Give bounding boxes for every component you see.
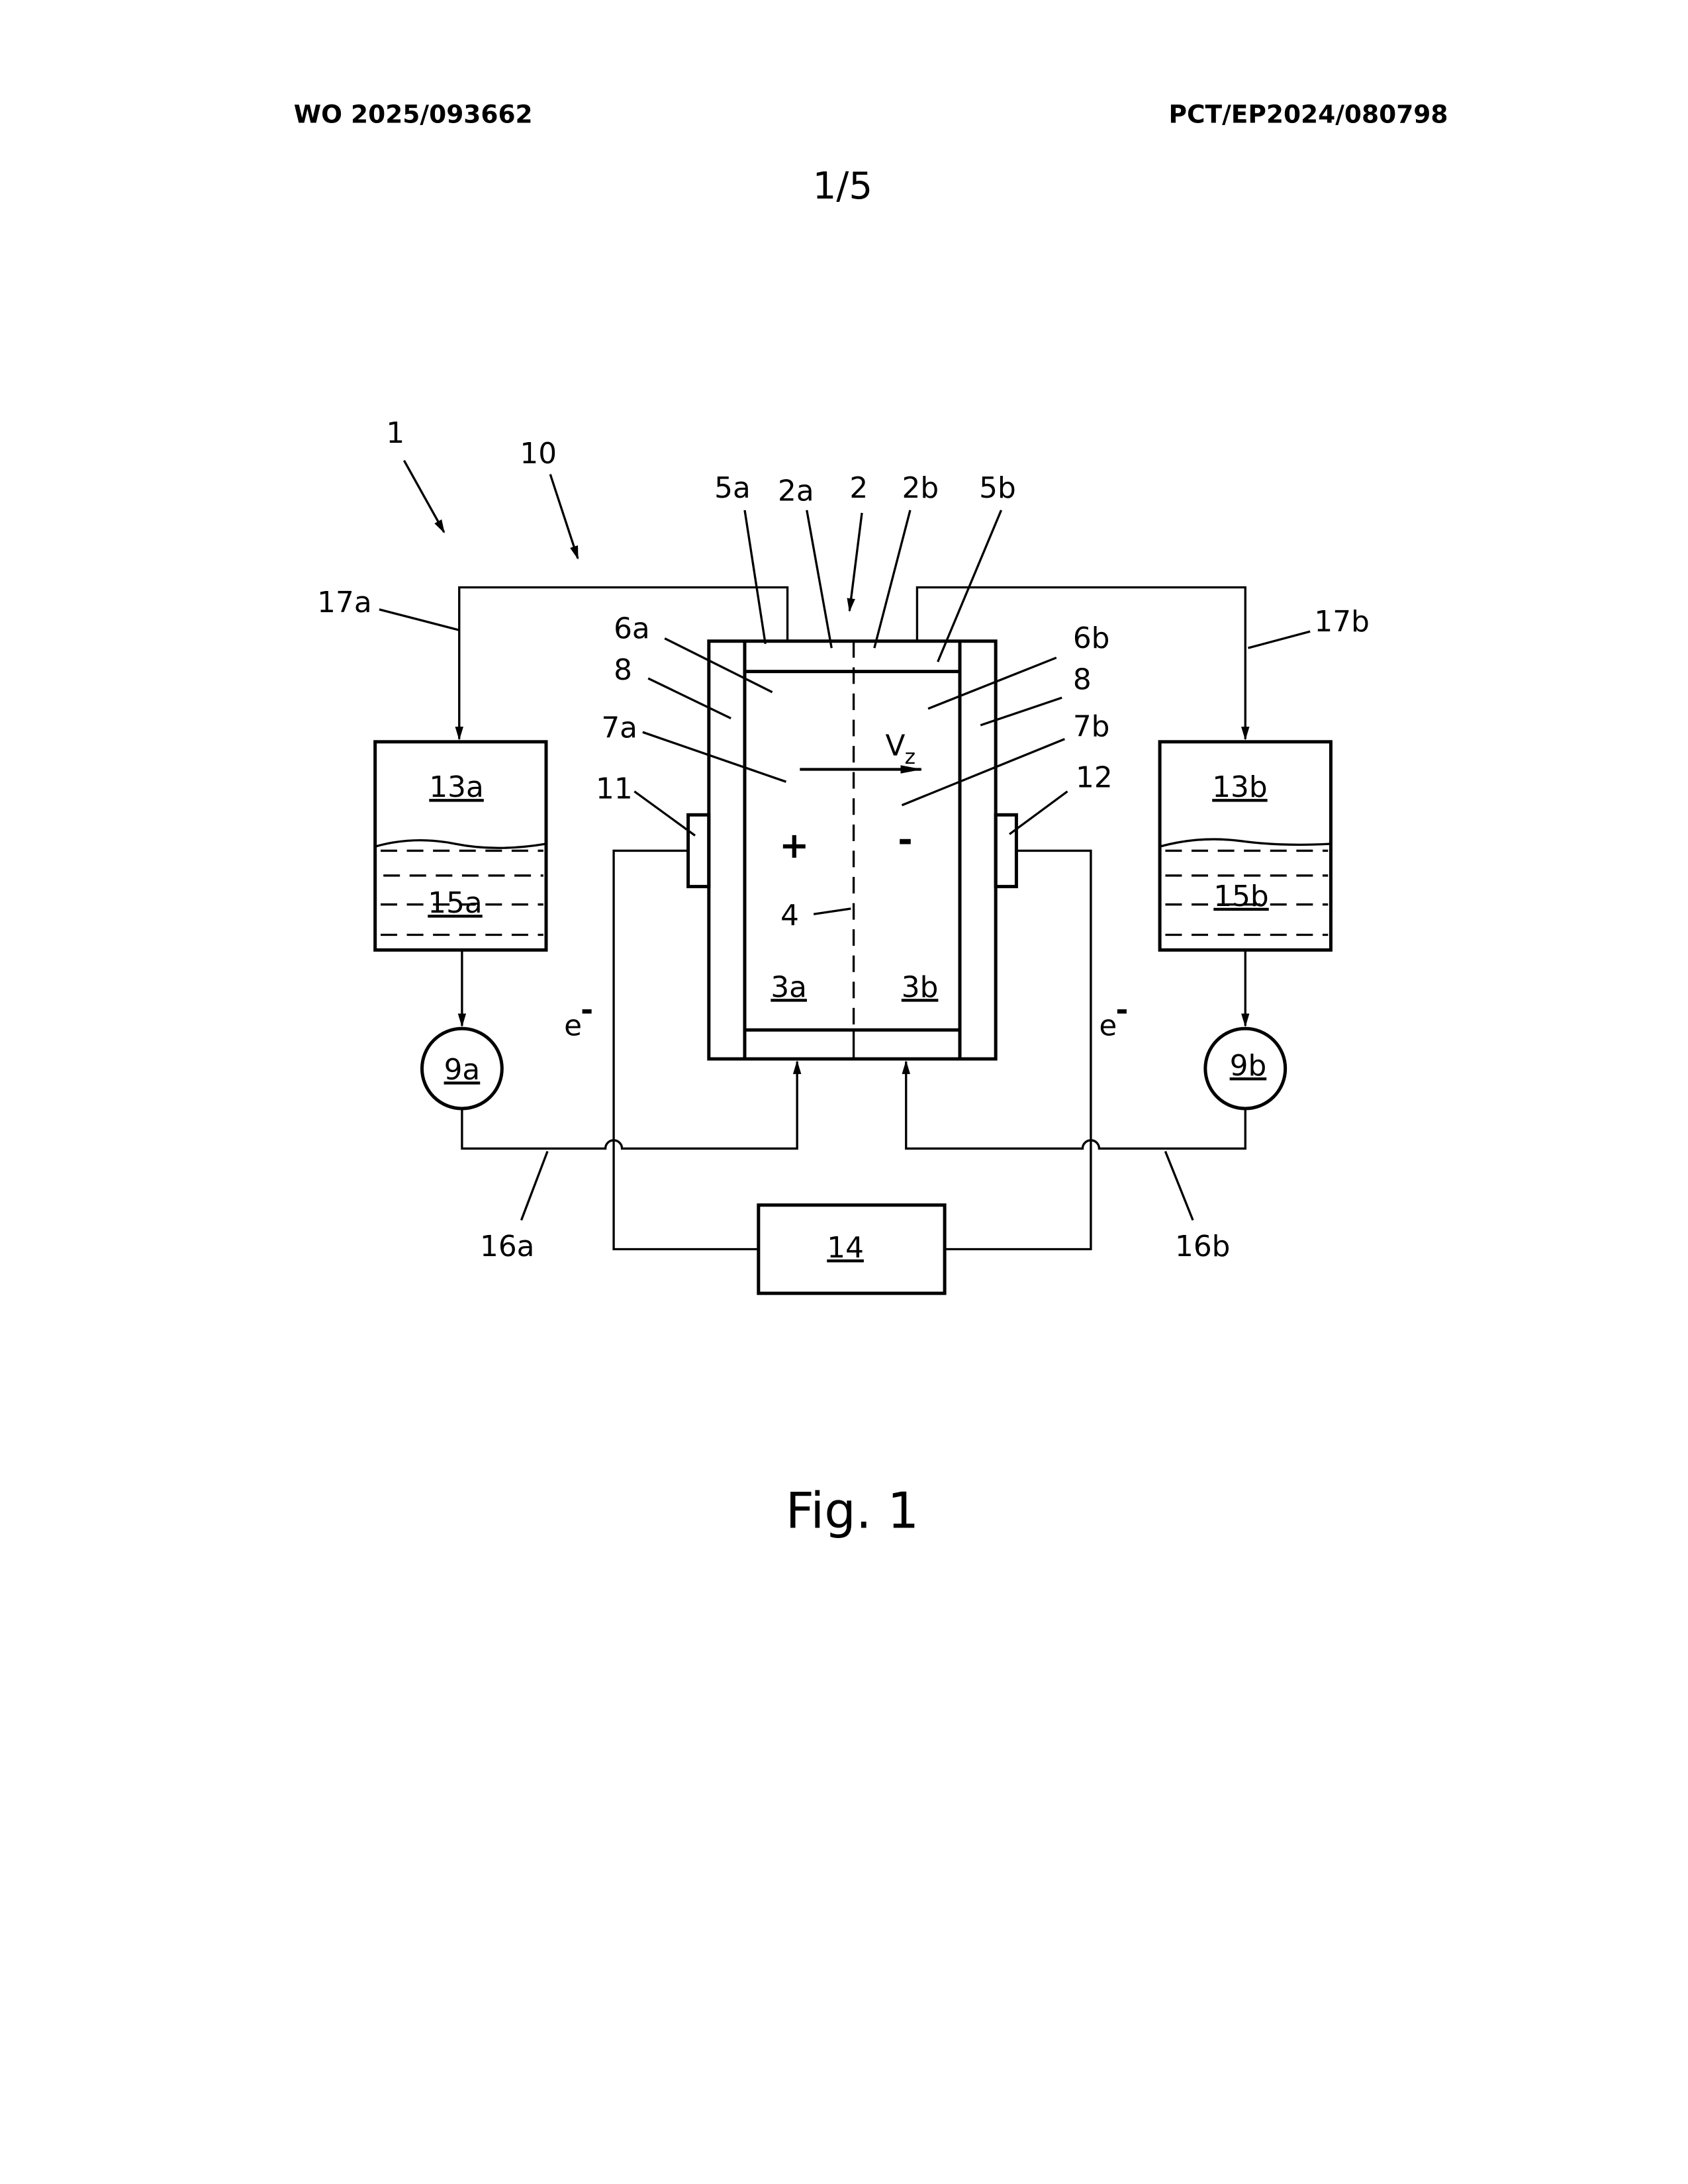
label-8-right: 8 <box>1073 663 1092 697</box>
label-7a: 7a <box>601 711 637 745</box>
label-2b: 2b <box>902 471 939 505</box>
label-3b: 3b <box>902 970 939 1004</box>
figure-caption: Fig. 1 <box>786 1481 919 1539</box>
label-3a: 3a <box>771 970 807 1004</box>
label-8-left: 8 <box>614 653 632 687</box>
label-2a: 2a <box>778 474 814 508</box>
label-16a: 16a <box>480 1230 534 1263</box>
reference-labels: 1 10 5a 2a 2 2b 5b 17a 17b 6a 6b 8 8 7a … <box>317 416 1370 1265</box>
label-16b: 16b <box>1175 1230 1230 1263</box>
label-10: 10 <box>520 437 557 471</box>
label-17a: 17a <box>317 586 371 619</box>
publication-number: WO 2025/093662 <box>294 99 533 128</box>
label-15a: 15a <box>428 886 482 920</box>
label-electron-right-sup: - <box>1115 992 1128 1028</box>
figure-1-diagram <box>375 461 1331 1293</box>
label-12: 12 <box>1076 761 1113 795</box>
label-9a: 9a <box>444 1053 481 1087</box>
label-electron-left-sup: - <box>581 992 593 1028</box>
label-electron-right: e <box>1099 1009 1117 1043</box>
label-plus: + <box>779 825 809 866</box>
label-1: 1 <box>386 416 404 450</box>
label-14: 14 <box>827 1231 864 1265</box>
label-15b: 15b <box>1213 880 1268 913</box>
label-minus: - <box>898 819 912 861</box>
label-velocity: V <box>886 729 906 763</box>
label-9b: 9b <box>1230 1049 1267 1083</box>
label-13a: 13a <box>429 770 483 804</box>
label-4: 4 <box>780 899 799 933</box>
label-11: 11 <box>596 772 633 805</box>
label-13b: 13b <box>1212 770 1267 804</box>
label-7b: 7b <box>1073 710 1110 744</box>
label-2: 2 <box>849 471 868 505</box>
label-17b: 17b <box>1314 605 1369 639</box>
label-5b: 5b <box>979 471 1016 505</box>
application-number: PCT/EP2024/080798 <box>1168 99 1448 128</box>
label-6a: 6a <box>614 612 650 646</box>
sheet-number: 1/5 <box>813 165 873 208</box>
label-electron-left: e <box>564 1009 582 1043</box>
label-5a: 5a <box>714 471 751 505</box>
label-6b: 6b <box>1073 621 1110 655</box>
label-velocity-subscript: z <box>905 745 915 769</box>
electrolysis-cell <box>688 641 1017 1059</box>
